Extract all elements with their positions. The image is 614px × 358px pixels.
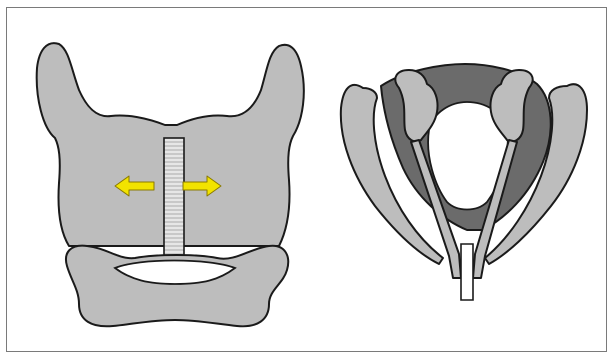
diagram-canvas — [7, 8, 606, 351]
cricoid-cartilage — [66, 246, 288, 327]
front-view-panel — [37, 43, 304, 326]
midline-suture — [164, 138, 184, 256]
top-view-panel — [341, 64, 587, 300]
figure-frame — [6, 7, 607, 352]
anterior-commissure — [461, 244, 473, 300]
